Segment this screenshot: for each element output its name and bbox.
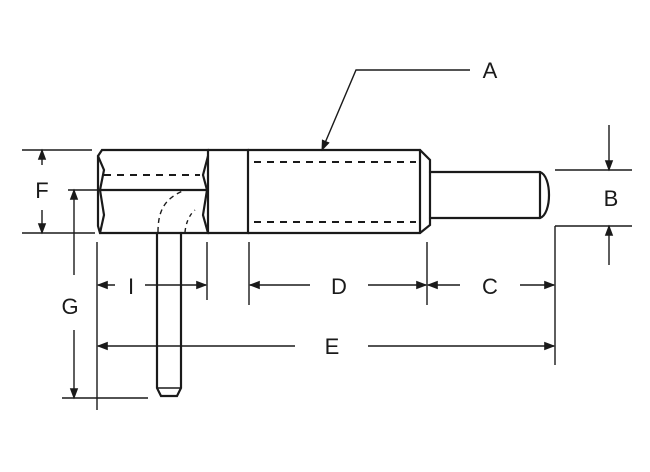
label-i: I — [128, 274, 134, 299]
plunger-pin — [428, 170, 551, 220]
label-d: D — [331, 274, 347, 299]
label-c: C — [482, 274, 498, 299]
hex-body — [96, 148, 210, 235]
label-a: A — [483, 58, 498, 83]
dimension-lines — [22, 69, 632, 410]
threaded-shank — [246, 148, 432, 235]
label-f: F — [35, 178, 48, 203]
label-b: B — [604, 186, 619, 211]
label-e: E — [325, 334, 340, 359]
handle-pin — [155, 189, 196, 398]
collar — [206, 148, 250, 235]
label-g: G — [61, 294, 78, 319]
